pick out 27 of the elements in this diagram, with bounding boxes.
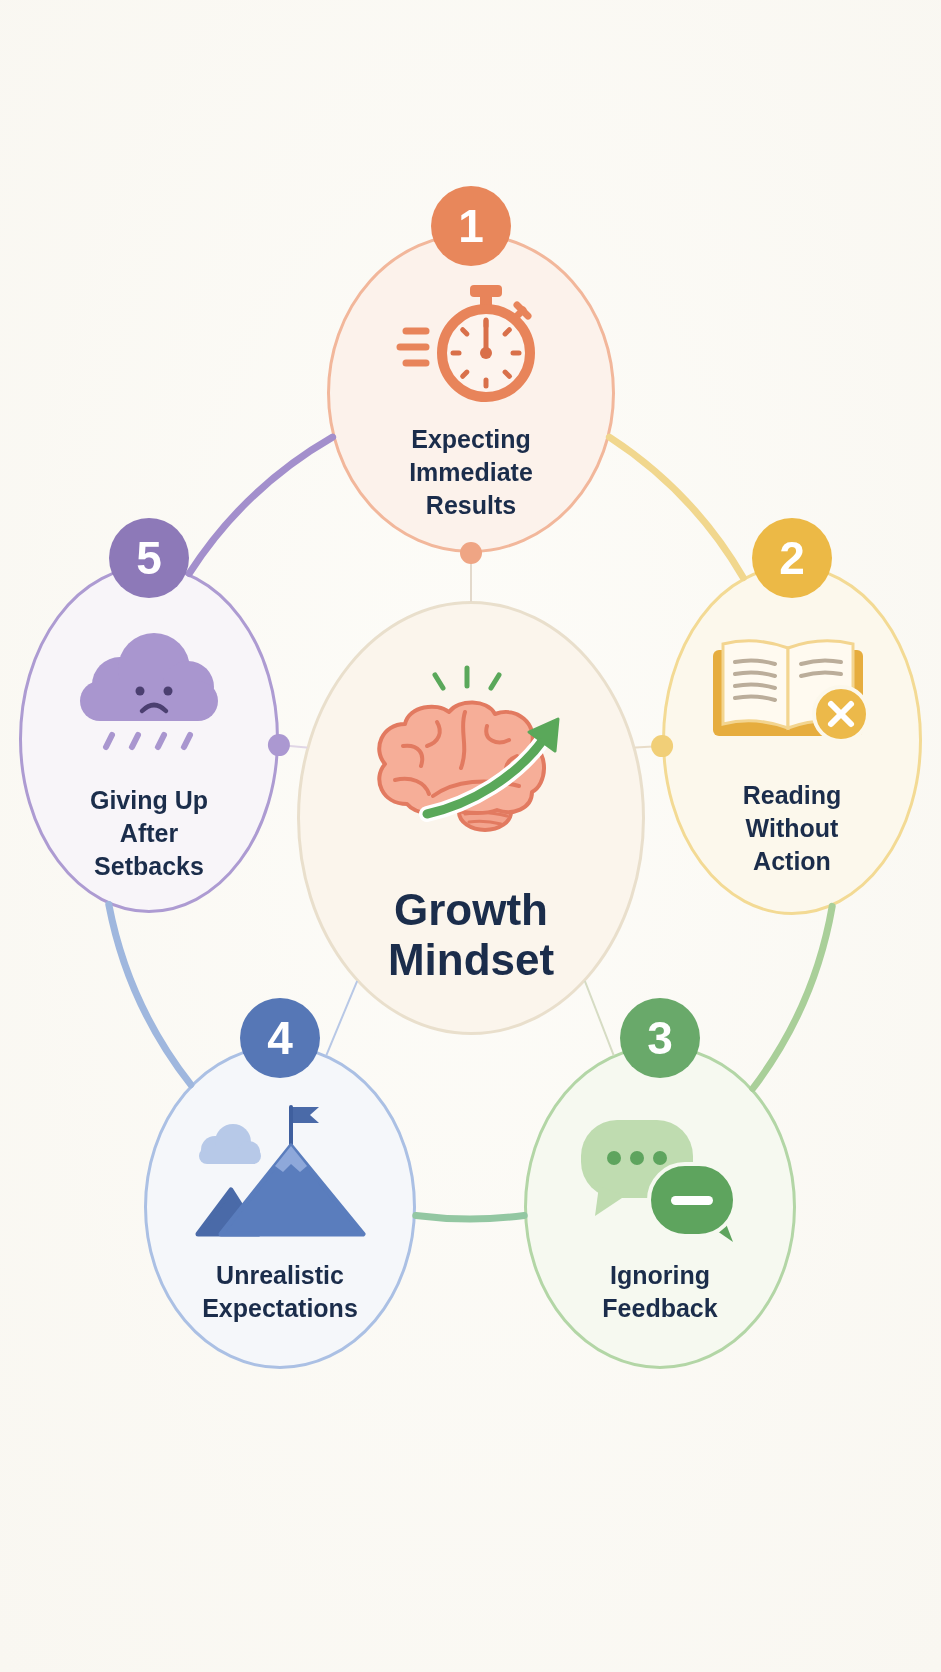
- connector-line: [460, 542, 482, 602]
- curved-connector: [605, 433, 747, 582]
- step-label: Ignoring Feedback: [601, 1260, 719, 1324]
- connector-line: [325, 980, 358, 1056]
- connector-line: [634, 735, 674, 758]
- hub-title: Growth Mindset: [386, 885, 556, 985]
- connector-line: [584, 980, 615, 1056]
- curved-connector: [412, 1212, 528, 1223]
- curved-connector: [105, 901, 195, 1089]
- connector-line: [267, 734, 308, 757]
- numbered-step-ellipse: [524, 998, 796, 1369]
- curved-connector: [185, 433, 337, 577]
- hub-ellipse: [297, 601, 645, 1035]
- step-number: 2: [752, 518, 832, 598]
- curved-connector: [749, 902, 836, 1092]
- numbered-step-ellipse: [327, 186, 615, 553]
- step-label: Expecting Immediate Results: [408, 424, 534, 521]
- step-label: Reading Without Action: [741, 780, 843, 877]
- step-label: Unrealistic Expectations: [201, 1260, 359, 1324]
- step-number: 4: [240, 998, 320, 1078]
- step-number: 5: [109, 518, 189, 598]
- numbered-step-ellipse: [662, 518, 922, 915]
- numbered-step-ellipse: [19, 518, 279, 913]
- numbered-step-ellipse: [144, 998, 416, 1369]
- step-number: 1: [431, 186, 511, 266]
- step-label: Giving Up After Setbacks: [88, 785, 210, 882]
- step-number: 3: [620, 998, 700, 1078]
